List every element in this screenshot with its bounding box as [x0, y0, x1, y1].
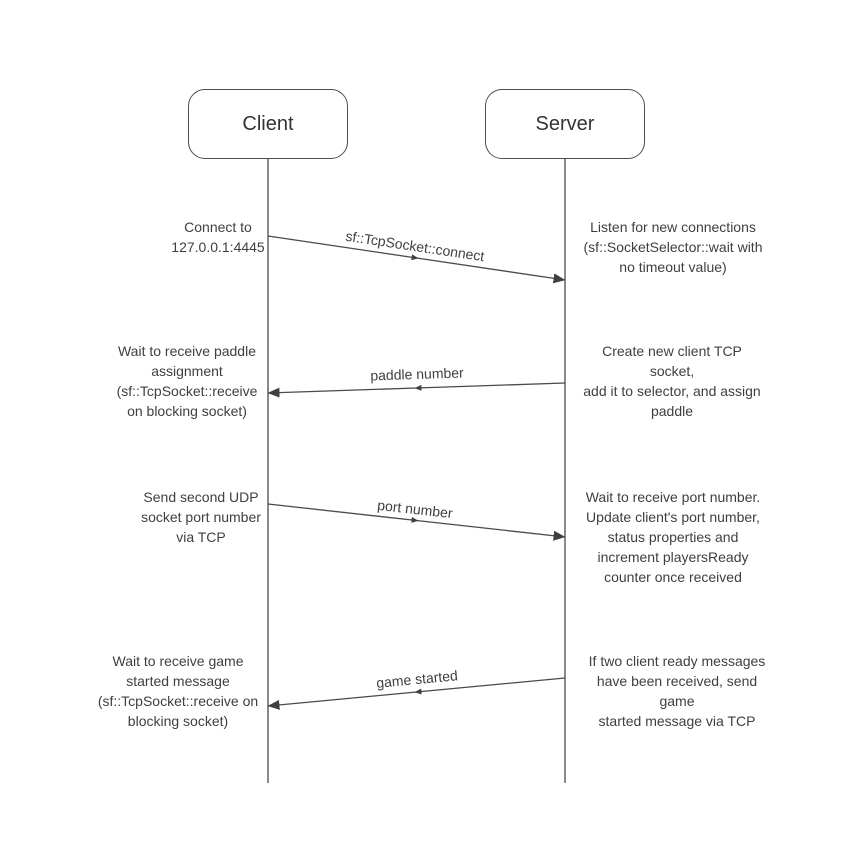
actor-box-client: Client [188, 89, 348, 159]
message-arrow-connect [267, 235, 566, 284]
server-note-create-socket: Create new client TCP socket, add it to … [583, 343, 761, 419]
message-label-paddle-number: paddle number [370, 364, 464, 384]
client-note-wait-paddle: Wait to receive paddle assignment (sf::T… [116, 343, 258, 419]
server-note-send-game-started: If two client ready messages have been r… [588, 653, 766, 729]
server-note-listen: Listen for new connections (sf::SocketSe… [583, 219, 763, 275]
message-arrow-port-number [267, 503, 566, 541]
client-note-send-port: Send second UDP socket port number via T… [141, 489, 261, 545]
client-note-connect: Connect to 127.0.0.1:4445 [171, 219, 265, 255]
actor-label-server: Server [535, 112, 595, 135]
actor-box-server: Server [485, 89, 645, 159]
actor-label-client: Client [242, 112, 294, 135]
message-arrow-game-started [267, 677, 566, 710]
message-arrow-paddle-number [267, 382, 566, 398]
client-note-wait-game-started: Wait to receive game started message (sf… [97, 653, 259, 729]
server-note-wait-port: Wait to receive port number. Update clie… [585, 489, 761, 585]
